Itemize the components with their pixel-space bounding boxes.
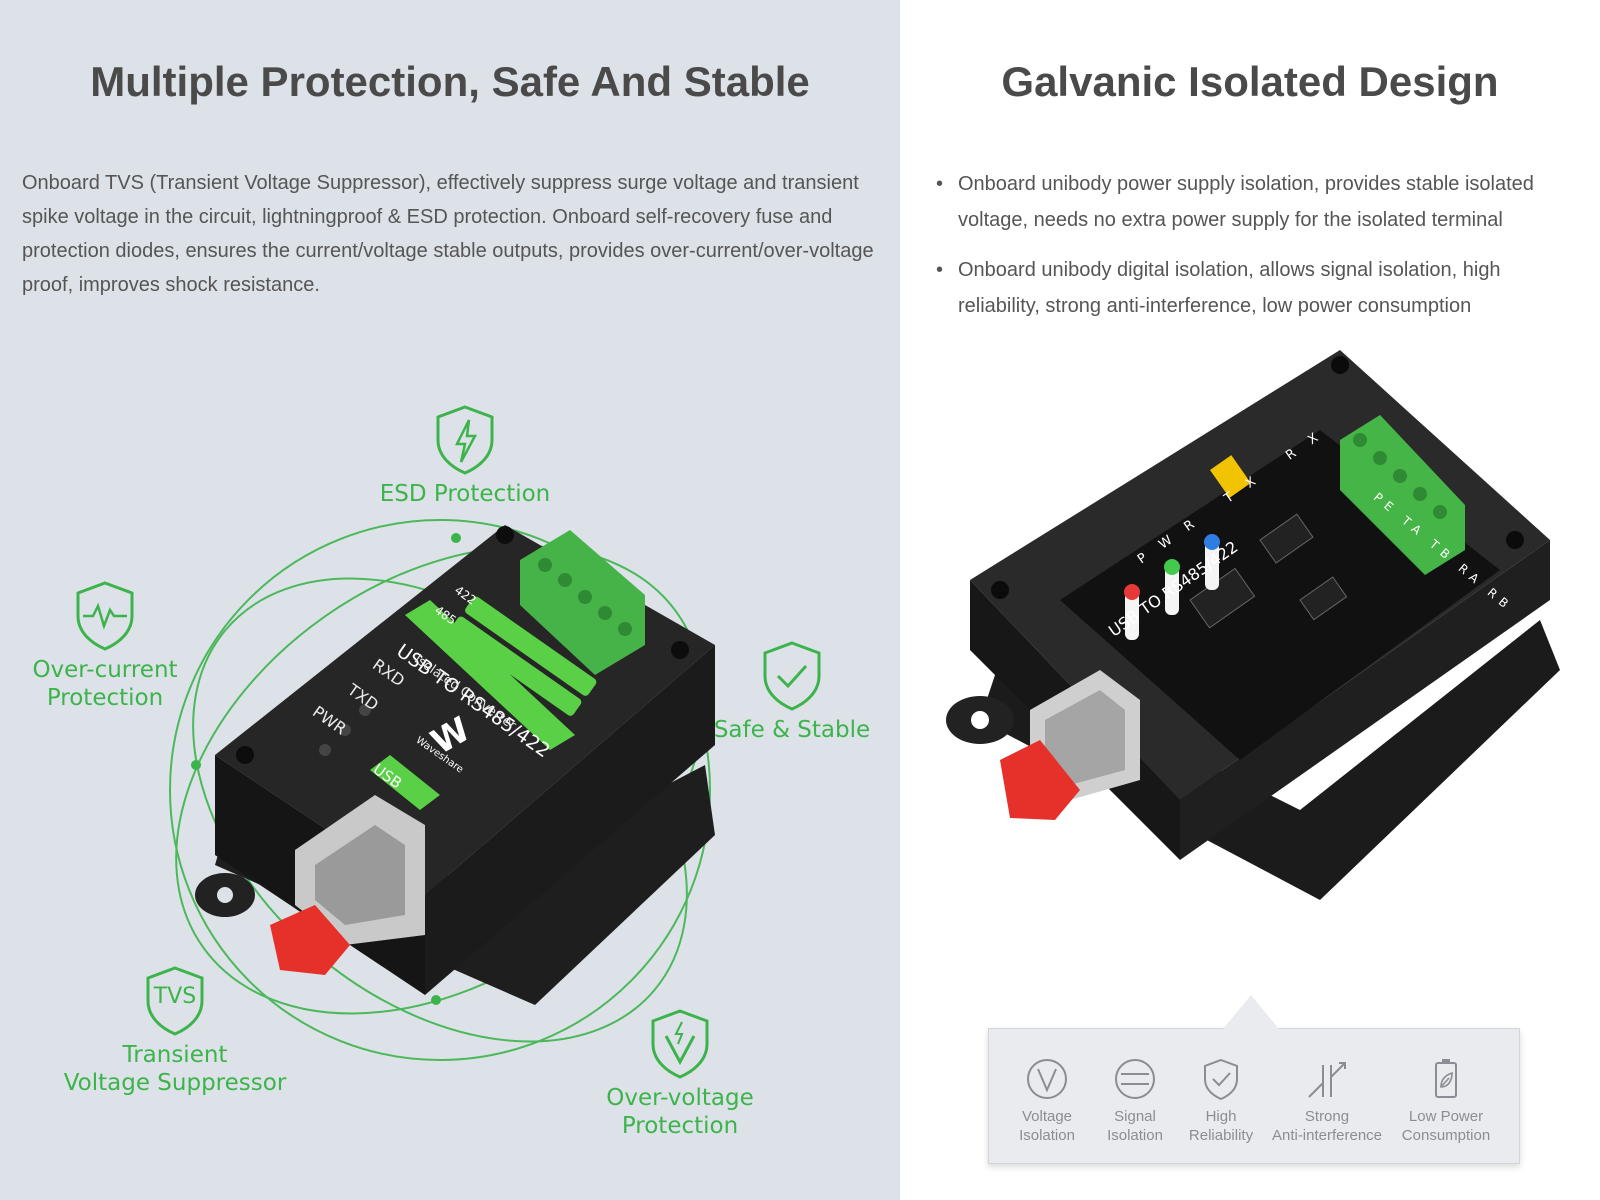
voltage-isolation-line1: Voltage: [1021, 1108, 1073, 1125]
high-reliability-line1: High: [1205, 1108, 1237, 1125]
feature-over-current: Over-current Protection: [30, 580, 180, 712]
isolation-bullets: Onboard unibody power supply isolation, …: [936, 166, 1576, 338]
feature-icon-bar: Voltage Isolation Signal Isolation High …: [988, 995, 1520, 1164]
left-title: Multiple Protection, Safe And Stable: [90, 58, 810, 105]
feature-tvs: TVS Transient Voltage Suppressor: [60, 965, 290, 1097]
tvs-shield-icon: TVS: [143, 965, 207, 1037]
strong-anti-interference-line2: Anti-interference: [1271, 1127, 1383, 1144]
icon-signal-isolation: Signal Isolation: [1095, 1057, 1175, 1145]
esd-label: ESD Protection: [379, 481, 551, 507]
signal-isolation-line2: Isolation: [1107, 1127, 1163, 1144]
low-power-line2: Consumption: [1401, 1127, 1491, 1144]
strong-anti-interference-line1: Strong: [1304, 1108, 1350, 1125]
converter-open-case: [946, 350, 1560, 900]
shield-check-icon: [1204, 1058, 1238, 1101]
over-voltage-label-2: Protection: [621, 1113, 739, 1139]
icon-strong-anti-interference: Strong Anti-interference: [1267, 1057, 1387, 1145]
tvs-label-1: Transient: [122, 1042, 228, 1068]
lightning-shield-icon: [436, 405, 494, 475]
anti-interference-icon: [1308, 1062, 1346, 1098]
icon-voltage-isolation: Voltage Isolation: [1007, 1057, 1087, 1145]
signal-isolation-line1: Signal: [1114, 1108, 1156, 1125]
right-title: Galvanic Isolated Design: [1001, 58, 1499, 105]
isolated-board-illustration: USB TO RS485/422 PE TA TB RA RB PWR TX R…: [940, 340, 1580, 920]
icon-high-reliability: High Reliability: [1181, 1057, 1261, 1145]
high-reliability-line2: Reliability: [1188, 1127, 1254, 1144]
low-power-line1: Low Power: [1408, 1108, 1484, 1125]
voltage-shield-icon: [651, 1009, 709, 1079]
tvs-icon-text: TVS: [153, 984, 197, 1009]
over-voltage-label-1: Over-voltage: [606, 1085, 754, 1111]
tvs-label-2: Voltage Suppressor: [63, 1070, 287, 1096]
bullet-digital-isolation: Onboard unibody digital isolation, allow…: [936, 252, 1576, 324]
over-current-label-2: Protection: [46, 685, 164, 711]
over-current-label-1: Over-current: [32, 657, 178, 683]
bullet-power-isolation: Onboard unibody power supply isolation, …: [936, 166, 1576, 238]
left-panel: Multiple Protection, Safe And Stable Onb…: [0, 58, 900, 1180]
feature-safe-stable: Safe & Stable: [712, 640, 872, 744]
left-description: Onboard TVS (Transient Voltage Suppresso…: [22, 172, 874, 296]
pulse-shield-icon: [76, 581, 134, 651]
protection-illustration: W USB TO RS485/422 Isolated Converter RX…: [0, 390, 900, 1180]
right-panel: Galvanic Isolated Design Onboard unibody…: [900, 0, 1600, 1200]
battery-leaf-icon: [1435, 1059, 1457, 1098]
check-shield-icon: [763, 641, 821, 711]
feature-esd: ESD Protection: [375, 404, 555, 508]
signal-icon: [1115, 1059, 1155, 1099]
icon-low-power-consumption: Low Power Consumption: [1391, 1057, 1501, 1145]
safe-stable-label: Safe & Stable: [713, 717, 871, 743]
voltage-icon: [1027, 1059, 1067, 1099]
converter-device: W: [195, 525, 715, 1005]
voltage-isolation-line2: Isolation: [1019, 1127, 1075, 1144]
feature-over-voltage: Over-voltage Protection: [600, 1008, 760, 1140]
